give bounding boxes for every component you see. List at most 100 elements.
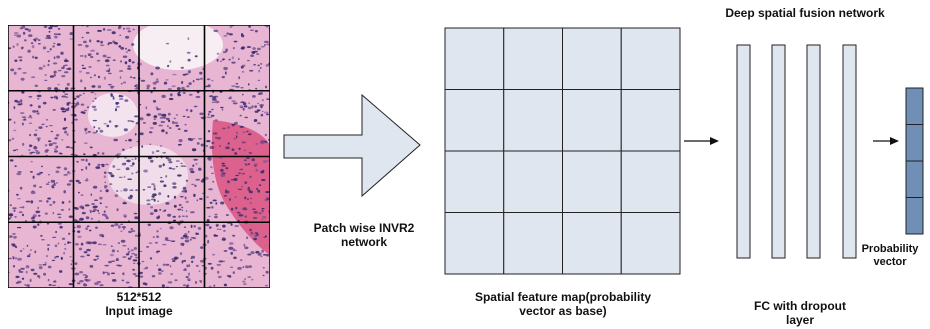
nucleus-dot	[241, 71, 244, 73]
nucleus-dot	[129, 194, 133, 198]
nucleus-dot	[54, 256, 57, 259]
nucleus-dot	[65, 96, 69, 99]
nucleus-dot	[42, 101, 47, 105]
nucleus-dot	[51, 284, 57, 286]
nucleus-dot	[97, 127, 101, 130]
nucleus-dot	[199, 112, 204, 116]
nucleus-dot	[172, 73, 177, 76]
nucleus-dot	[195, 78, 200, 81]
nucleus-dot	[30, 268, 35, 272]
nucleus-dot	[180, 66, 184, 69]
nucleus-dot	[164, 209, 167, 212]
nucleus-dot	[164, 237, 169, 241]
nucleus-dot	[196, 142, 200, 145]
nucleus-dot	[134, 115, 139, 118]
nucleus-dot	[152, 236, 155, 238]
nucleus-dot	[80, 194, 84, 197]
nucleus-dot	[206, 78, 211, 81]
nucleus-dot	[207, 262, 212, 265]
nucleus-dot	[127, 178, 133, 180]
nucleus-dot	[49, 203, 53, 206]
nucleus-dot	[24, 28, 29, 31]
nucleus-dot	[77, 230, 81, 233]
nucleus-dot	[12, 265, 16, 268]
nucleus-dot	[95, 255, 100, 258]
nucleus-dot	[225, 146, 230, 150]
nucleus-dot	[100, 44, 105, 46]
nucleus-dot	[30, 117, 33, 119]
nucleus-dot	[188, 82, 192, 85]
nucleus-dot	[221, 164, 227, 167]
nucleus-dot	[159, 116, 164, 119]
feature-map-cell	[444, 212, 505, 275]
nucleus-dot	[225, 214, 229, 216]
nucleus-dot	[44, 79, 48, 82]
nucleus-dot	[142, 282, 146, 285]
nucleus-dot	[187, 231, 190, 233]
nucleus-dot	[211, 101, 216, 103]
nucleus-dot	[61, 66, 65, 70]
nucleus-dot	[247, 198, 249, 201]
nucleus-dot	[254, 232, 259, 234]
nucleus-dot	[265, 191, 270, 193]
nucleus-dot	[54, 148, 57, 151]
nucleus-dot	[9, 204, 12, 207]
nucleus-dot	[260, 63, 263, 65]
nucleus-dot	[151, 195, 153, 197]
nucleus-dot	[112, 59, 116, 61]
nucleus-dot	[206, 241, 210, 244]
nucleus-dot	[15, 149, 19, 151]
nucleus-dot	[146, 203, 151, 206]
nucleus-dot	[141, 260, 145, 263]
nucleus-dot	[175, 160, 180, 162]
nucleus-dot	[175, 114, 178, 116]
nucleus-dot	[150, 159, 154, 163]
nucleus-dot	[246, 46, 251, 48]
nucleus-dot	[57, 33, 61, 36]
nucleus-dot	[82, 67, 87, 70]
nucleus-dot	[120, 60, 122, 63]
nucleus-dot	[75, 179, 80, 183]
nucleus-dot	[29, 114, 32, 118]
nucleus-dot	[156, 107, 159, 111]
nucleus-dot	[12, 256, 15, 258]
nucleus-dot	[243, 149, 246, 151]
nucleus-dot	[127, 30, 131, 33]
nucleus-dot	[263, 111, 269, 114]
nucleus-dot	[131, 43, 135, 46]
nucleus-dot	[239, 105, 244, 108]
nucleus-dot	[97, 29, 102, 32]
nucleus-dot	[124, 162, 127, 165]
nucleus-dot	[43, 25, 48, 28]
nucleus-dot	[73, 97, 77, 100]
nucleus-dot	[248, 102, 250, 104]
nucleus-dot	[16, 43, 19, 46]
nucleus-dot	[169, 60, 172, 63]
nucleus-dot	[19, 112, 25, 114]
nucleus-dot	[39, 186, 43, 188]
nucleus-dot	[178, 203, 182, 207]
nucleus-dot	[194, 281, 198, 284]
fusion-network-title: Deep spatial fusion network	[725, 6, 885, 20]
nucleus-dot	[53, 182, 56, 185]
nucleus-dot	[238, 172, 241, 175]
nucleus-dot	[61, 95, 66, 98]
nucleus-dot	[79, 217, 84, 221]
nucleus-dot	[64, 64, 68, 66]
nucleus-dot	[173, 257, 178, 261]
nucleus-dot	[114, 194, 119, 198]
nucleus-dot	[8, 118, 12, 121]
nucleus-dot	[226, 32, 230, 35]
nucleus-dot	[182, 186, 187, 190]
nucleus-dot	[255, 233, 259, 236]
nucleus-dot	[232, 102, 238, 105]
nucleus-dot	[58, 216, 62, 219]
nucleus-dot	[177, 128, 181, 131]
nucleus-dot	[260, 46, 265, 48]
nucleus-dot	[44, 150, 49, 153]
arrow-to-fusion	[684, 137, 719, 145]
nucleus-dot	[165, 117, 170, 121]
nucleus-dot	[249, 29, 254, 31]
nucleus-dot	[248, 25, 252, 28]
nucleus-dot	[197, 226, 202, 230]
